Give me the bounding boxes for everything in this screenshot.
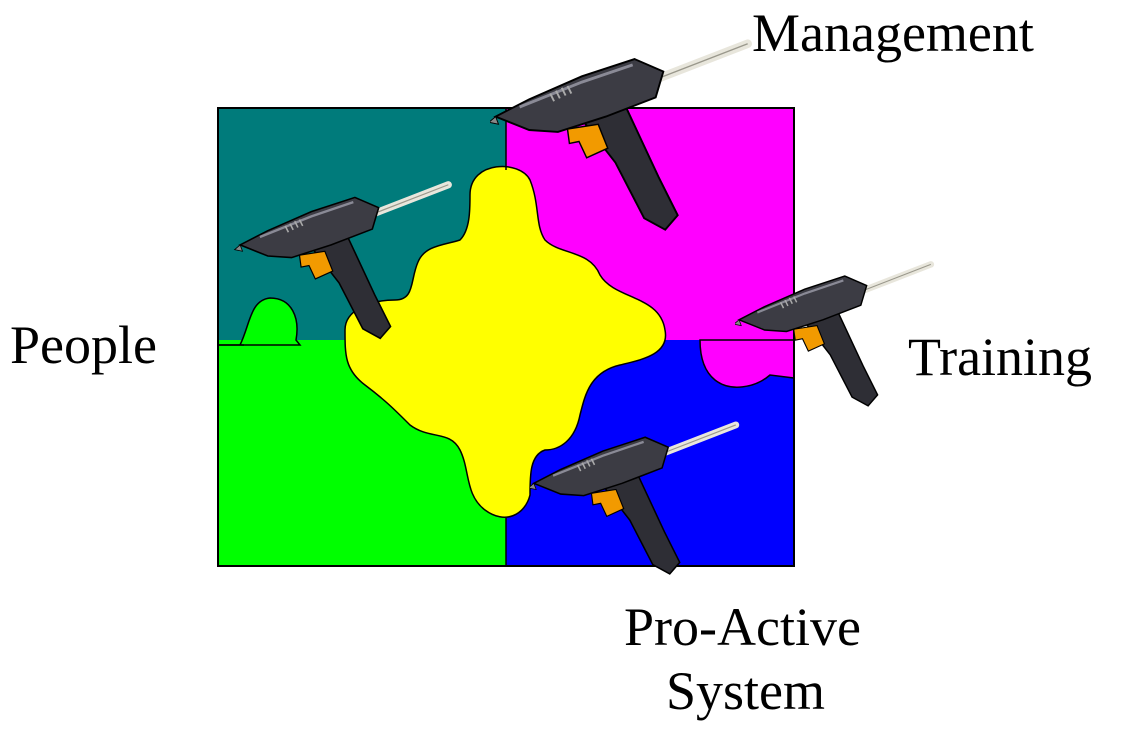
- label-proactive-line1: Pro-Active: [624, 597, 861, 657]
- label-management: Management: [752, 3, 1034, 63]
- puzzle-tab-magenta: [699, 339, 795, 388]
- puzzle-tab-green: [218, 297, 302, 346]
- label-proactive-line2: System: [666, 661, 826, 721]
- label-people: People: [10, 315, 157, 375]
- label-training: Training: [908, 327, 1093, 387]
- puzzle-piece-yellow: [344, 165, 667, 518]
